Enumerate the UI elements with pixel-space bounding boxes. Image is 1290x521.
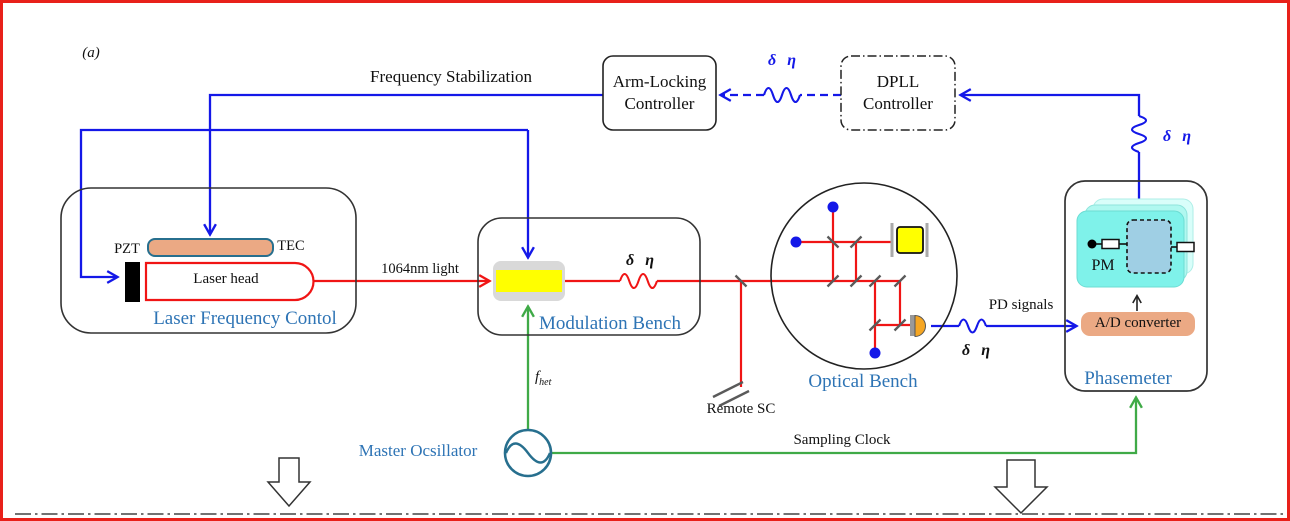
phasemeter-box [1064, 180, 1208, 392]
dpll-controller-box [840, 55, 956, 131]
modulated-beam [563, 273, 900, 289]
master-oscillator-icon [503, 428, 553, 478]
pm-resistor-right [1176, 241, 1195, 253]
dpll-line1: DPLL [876, 71, 920, 91]
reference-cavity [890, 223, 929, 257]
pm-label: PM [1091, 257, 1115, 274]
arm-locking-line1: Arm-Locking [612, 71, 707, 91]
eom-modulator [493, 261, 565, 301]
phasemeter-title: Phasemeter [1084, 368, 1172, 389]
f-het-label: fhet [535, 369, 551, 388]
pd-signals-line [931, 318, 1076, 334]
pzt-label: PZT [114, 241, 140, 257]
freq-stab-line-to-pzt [79, 128, 528, 277]
pm-resistor-left [1101, 238, 1120, 250]
arm-locking-line2: Controller [624, 94, 695, 113]
tec-label: TEC [277, 238, 305, 254]
pm-dsp-chip [1126, 219, 1172, 274]
optical-bench-beams [796, 207, 912, 353]
noise-label-modulated-beam: δ η [626, 252, 654, 269]
beam-dump-dots [790, 201, 881, 359]
noise-label-dpll-link: δ η [768, 52, 796, 69]
arm-locking-controller-label: Arm-Locking Controller [603, 56, 716, 130]
optical-bench-title: Optical Bench [808, 371, 918, 392]
modulation-bench-title: Modulation Bench [539, 313, 681, 334]
noise-label-phasemeter-link: δ η [1163, 128, 1191, 145]
noise-squiggle-icon [763, 86, 801, 104]
pm-core [1076, 198, 1195, 288]
noise-squiggle-icon [958, 318, 987, 334]
f-het-subscript: het [539, 377, 552, 388]
beam-splitters [734, 235, 907, 332]
down-arrow-left [266, 457, 312, 508]
pzt-block [125, 262, 140, 302]
f-het-symbol: f [535, 369, 540, 385]
sampling-clock-line [551, 398, 1136, 455]
down-arrow-right [993, 459, 1049, 515]
master-oscillator-title: Master Ocsillator [358, 441, 478, 460]
noise-squiggle-icon [1130, 115, 1148, 153]
dpll-line2: Controller [863, 94, 933, 113]
photodetector [910, 314, 926, 338]
freq-stab-line-to-tec [210, 93, 603, 234]
optical-bench-circle [770, 182, 958, 370]
pm-input-dot [1087, 239, 1097, 249]
sine-wave-icon [504, 442, 552, 464]
adc-block [1081, 312, 1195, 336]
laser-frequency-control-title: Laser Frequency Contol [153, 308, 337, 329]
panel-label: (a) [82, 45, 100, 61]
frequency-stabilization-label: Frequency Stabilization [370, 67, 532, 86]
remote-sc-label: Remote SC [706, 401, 776, 417]
phasemeter-to-dpll-line [961, 95, 1148, 210]
remote-sc-terminator [712, 380, 750, 408]
tec-bar [147, 238, 274, 257]
laser-head-shape [144, 261, 315, 302]
arm-locking-controller-box [602, 55, 717, 131]
sampling-clock-label: Sampling Clock [793, 432, 891, 448]
adc-label: A/D converter [1094, 315, 1182, 331]
pd-signals-label: PD signals [988, 297, 1054, 313]
dpll-controller-label: DPLL Controller [841, 56, 955, 130]
diagram-graphics [15, 55, 1287, 515]
modulation-bench-box [477, 217, 701, 336]
dpll-to-armlocking-dashed-arrow [721, 86, 841, 104]
laser-frequency-control-box [60, 187, 357, 334]
laser-head-label: Laser head [193, 271, 259, 287]
noise-squiggle-icon [619, 273, 658, 289]
noise-label-pd-signals: δ η [962, 342, 990, 359]
1064nm-light-label: 1064nm light [381, 261, 459, 277]
